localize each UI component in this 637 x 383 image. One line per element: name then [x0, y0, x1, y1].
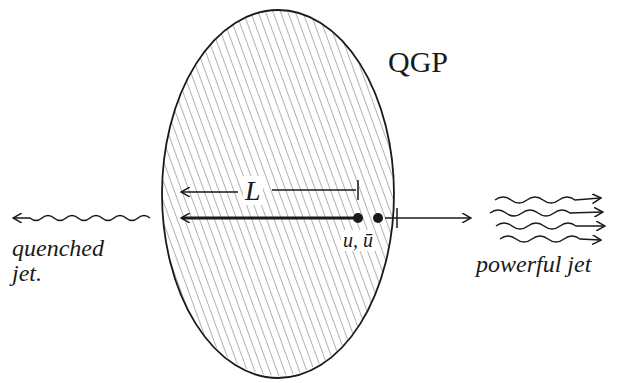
- quark-dot: [353, 213, 363, 223]
- path-line: [182, 217, 358, 220]
- plasma-region: QGP: [160, 8, 396, 380]
- jet-arrow: [385, 217, 470, 219]
- region-title: QGP: [388, 46, 448, 78]
- jet-label: powerful jet: [476, 252, 631, 277]
- dimension-line: [272, 189, 356, 191]
- jet-wave: [495, 197, 600, 203]
- length-label: L: [243, 176, 263, 205]
- jet-wave: [496, 223, 604, 229]
- quark-label: u, ū: [341, 230, 375, 251]
- dimension-arrow: [182, 191, 238, 193]
- jet-label: quenched jet.: [12, 236, 124, 286]
- dimension-tick: [357, 180, 359, 200]
- antiquark-dot: [373, 213, 383, 223]
- jet-wave: [490, 210, 602, 216]
- jet-wave: [500, 236, 600, 242]
- quenched-jet-wave: [14, 216, 150, 221]
- plasma-hatching: [160, 8, 396, 380]
- region-outline: [160, 8, 396, 380]
